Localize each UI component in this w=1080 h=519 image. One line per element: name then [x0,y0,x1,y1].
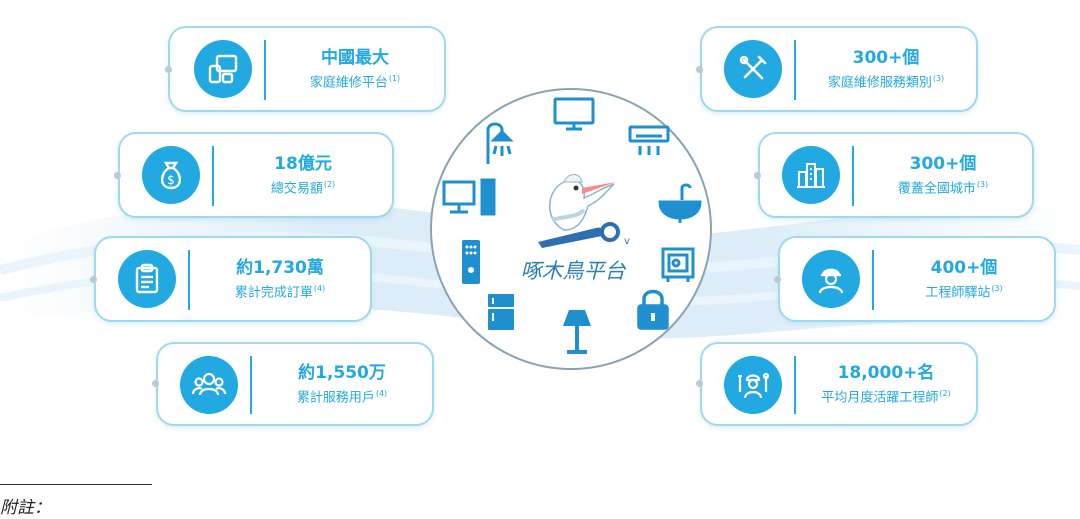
users-icon [180,356,238,414]
clipboard-icon [118,250,176,308]
stat-label: 工程師驛站 [925,285,991,301]
svg-text:v: v [624,236,630,247]
stat-card-service-categories: 300+個 家庭維修服務類別(3) [700,26,978,112]
refrigerator-icon [488,294,514,330]
footnote-ref: (3) [991,283,1003,293]
stat-card-stations: 400+個 工程師驛站(3) [778,236,1056,322]
footnote-label: 附註： [0,498,51,518]
connector-dot [696,380,703,387]
lock-icon [637,289,669,330]
tools-icon [724,40,782,98]
sink-icon [658,183,702,223]
stat-label: 累計完成訂單 [234,285,313,301]
stat-label: 累計服務用戶 [296,390,375,406]
platform-title: 啄木鳥平台 [520,259,626,283]
stat-label: 總交易額 [270,181,323,197]
stat-card-cities: 300+個 覆蓋全國城市(3) [758,132,1034,218]
air-conditioner-icon [628,125,670,155]
connector-dot [114,172,121,179]
svg-text:$: $ [167,173,175,187]
engineer-icon [802,250,860,308]
stat-card-gmv: $ 18億元 總交易額(2) [118,132,394,218]
connector-dot [774,276,781,283]
stat-label: 家庭維修平台 [309,75,388,91]
city-icon [782,146,840,204]
stat-value: 中國最大 [321,47,389,68]
devices-icon [194,40,252,98]
safe-icon [661,247,695,282]
money-bag-icon: $ [142,146,200,204]
desktop-computer-icon [442,178,496,216]
footnote-ref: (1) [388,73,401,83]
footnote-ref: (3) [976,179,989,189]
stat-card-orders: 約1,730萬 累計完成訂單(4) [94,236,372,322]
stat-value: 18億元 [274,153,332,174]
footnote-divider [0,484,152,485]
stat-value: 18,000+名 [837,362,935,383]
connector-dot [696,66,703,73]
connector-dot [165,66,172,73]
stat-label: 家庭維修服務類別 [827,75,932,91]
stat-card-largest-platform: 中國最大 家庭維修平台(1) [168,26,446,112]
stat-value: 300+個 [909,153,977,174]
stat-card-users: 約1,550万 累計服務用戶(4) [156,342,434,426]
footnote-ref: (4) [375,388,388,398]
stat-value: 400+個 [930,257,998,278]
connector-dot [754,172,761,179]
worker-tools-icon [724,356,782,414]
woodpecker-mascot-icon: v [538,174,630,248]
lamp-icon [563,310,591,354]
remote-control-icon [462,240,480,284]
footnote-ref: (4) [313,283,326,293]
stat-label: 平均月度活躍工程師 [821,390,939,406]
shower-icon [486,122,514,164]
stat-value: 約1,550万 [298,362,386,383]
stat-card-engineers: 18,000+名 平均月度活躍工程師(2) [700,342,978,426]
stat-label: 覆蓋全國城市 [897,181,976,197]
stat-value: 300+個 [852,47,920,68]
platform-hub: v 啄木鳥平台 [430,88,712,370]
connector-dot [90,276,97,283]
stat-value: 約1,730萬 [236,257,324,278]
tv-icon [553,97,595,131]
footnote-ref: (2) [939,388,951,398]
footnote-ref: (3) [932,73,945,83]
connector-dot [152,380,159,387]
footnote-ref: (2) [323,179,336,189]
